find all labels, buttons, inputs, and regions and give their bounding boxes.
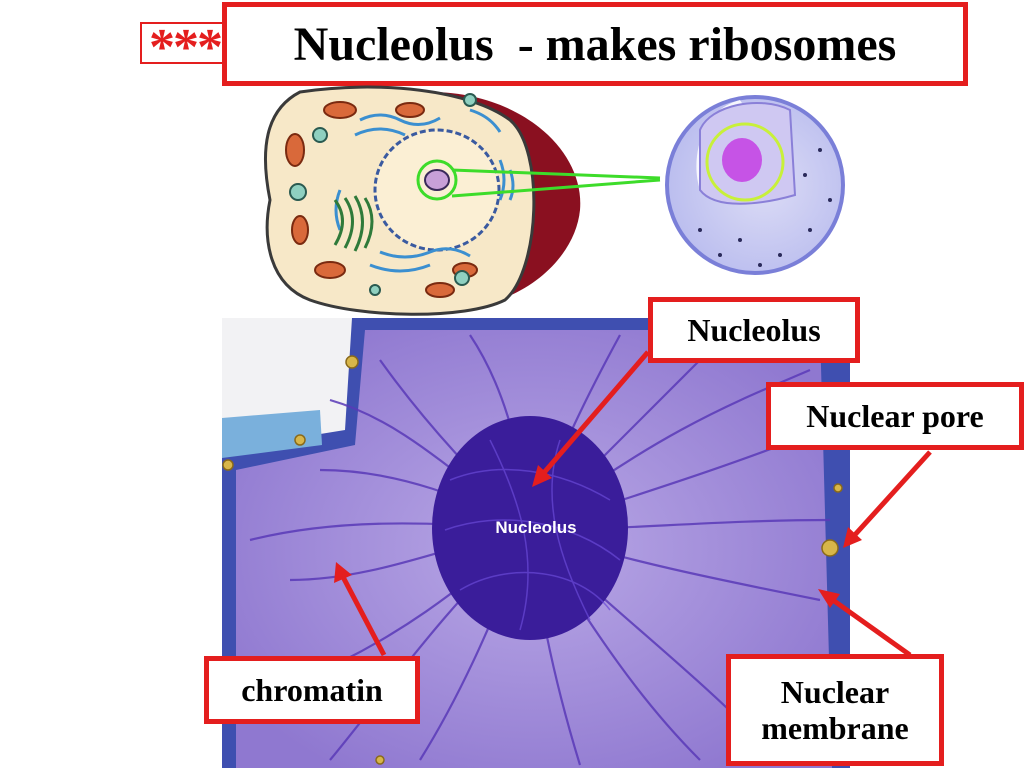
arrow-chromatin: [339, 573, 387, 657]
endoplasmic-reticulum: [334, 108, 515, 273]
zoom-circle: [416, 159, 458, 201]
zoom-ring: [705, 122, 785, 202]
pores-dots: [698, 148, 832, 267]
label-nuclear-pore: Nuclear pore: [766, 382, 1024, 450]
nucleolus-cutaway: [722, 138, 762, 182]
label-chromatin: chromatin: [204, 656, 420, 724]
slide-title: Nucleolus - makes ribosomes: [293, 17, 897, 71]
label-chromatin-text: chromatin: [241, 672, 383, 708]
zoom-pointer: [451, 168, 661, 198]
arrow-nucleolus: [540, 350, 650, 477]
nucleolus-small: [424, 169, 450, 191]
label-nuclear-membrane-line2: membrane: [761, 710, 909, 746]
slide-title-box: Nucleolus - makes ribosomes: [222, 2, 968, 86]
pointer-arrows: [339, 350, 932, 658]
arrow-heads: [334, 465, 862, 608]
mitochondria: [285, 101, 478, 298]
label-nuclear-pore-text: Nuclear pore: [806, 398, 984, 434]
photo-nucleolus-label: Nucleolus: [495, 518, 576, 537]
golgi-apparatus: [333, 195, 374, 252]
label-nucleolus: Nucleolus: [648, 297, 860, 363]
label-nuclear-membrane-line1: Nuclear: [780, 674, 890, 710]
label-nuclear-membrane: Nuclear membrane: [726, 654, 944, 766]
importance-marker: ***: [140, 22, 230, 64]
arrow-nuclear-pore: [850, 450, 932, 540]
cell-diagram: [264, 85, 661, 316]
nuclear-pores: [222, 355, 843, 765]
label-nucleolus-text: Nucleolus: [687, 312, 821, 348]
arrow-nuclear-membrane: [828, 595, 912, 658]
vesicles: [289, 93, 477, 296]
nucleus-cutaway: [665, 95, 845, 275]
